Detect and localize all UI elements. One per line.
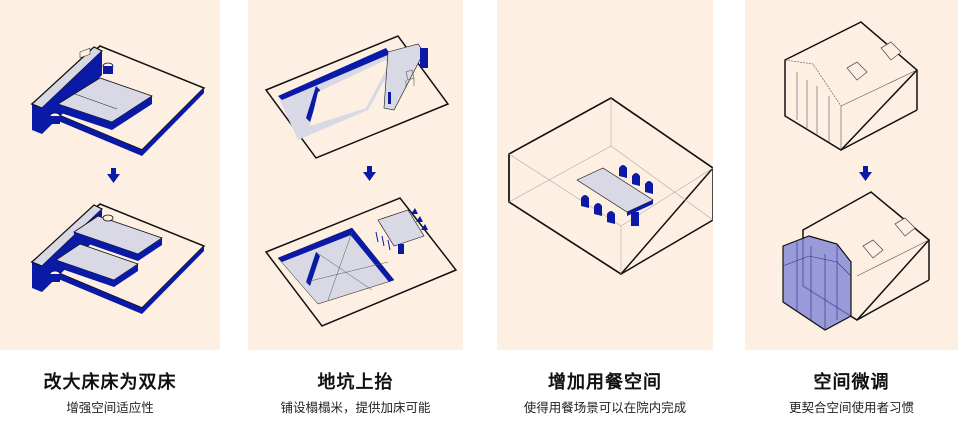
skylight-icon [862,239,884,259]
skylight-icon [880,41,902,61]
king-bed-room-diagram [30,45,206,156]
tatami-platform-diagram [264,197,458,327]
glass-extension-icon [782,235,852,331]
dining-chairs-icon [411,208,428,230]
panel-title: 改大床床为双床 [43,372,177,393]
panel-title: 增加用餐空间 [548,372,662,393]
house-after-diagram [782,191,931,331]
floor-pit-illustration [264,35,458,327]
dining-space-illustration [508,97,713,275]
caption-panel-3: 增加用餐空间 使得用餐场景可以在院内完成 [497,372,713,416]
house-adjustment-illustration [782,21,931,331]
panel-subtitle: 铺设榻榻米，提供加床可能 [280,400,431,415]
twin-bed-room-diagram [30,203,206,314]
panel-subtitle: 使得用餐场景可以在院内完成 [523,400,687,415]
panel-space-adjustment [745,0,958,350]
panel-subtitle: 更契合空间使用者习惯 [788,400,914,415]
panel-title: 地坑上抬 [317,372,394,393]
arrow-down-icon [363,166,376,181]
panel-subtitle: 增强空间适应性 [66,400,154,415]
chair-icon [405,69,415,88]
room-box-diagram [508,97,713,275]
arrow-down-icon [859,166,872,181]
caption-panel-4: 空间微调 更契合空间使用者习惯 [745,372,958,416]
panel-raised-pit [248,0,463,350]
panel-title: 空间微调 [813,372,890,393]
caption-panel-2: 地坑上抬 铺设榻榻米，提供加床可能 [248,372,463,416]
dining-chairs-icon [581,165,653,224]
panel-double-bed [0,0,220,350]
skylight-icon [846,61,868,81]
caption-panel-1: 改大床床为双床 增强空间适应性 [0,372,220,416]
sunken-pit-diagram [264,35,450,159]
dining-table-icon [576,167,654,226]
skylight-icon [894,217,916,237]
arrow-down-icon [107,168,120,183]
panel-dining-space [497,0,713,350]
house-before-diagram [784,21,919,151]
bed-conversion-illustration [30,45,206,314]
